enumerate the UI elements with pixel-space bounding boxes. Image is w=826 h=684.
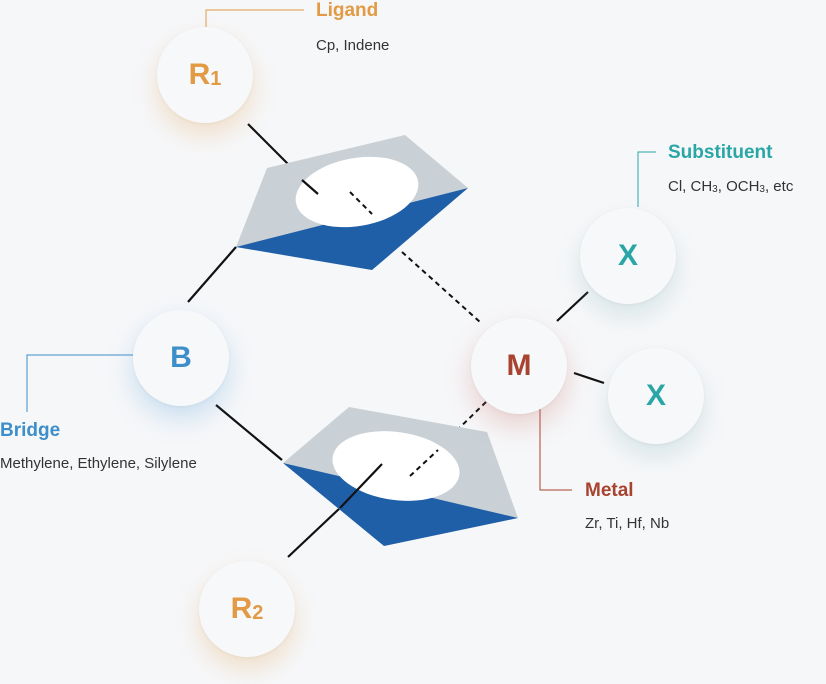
- r1-subscript: 1: [210, 67, 222, 90]
- x-bottom-substituent-node: X: [608, 348, 704, 444]
- top-ring-hole: [295, 156, 419, 228]
- substituent-desc-sub-2: 3: [759, 184, 765, 195]
- r1-letter: R: [188, 58, 211, 91]
- bond-ring-bridge-top: [187, 246, 237, 303]
- substituent-description: Cl, CH3, OCH3, etc: [668, 178, 793, 195]
- top-ring-side: [236, 188, 468, 270]
- substituent-desc-part-1: Cl, CH: [668, 178, 713, 195]
- bottom-ring-inner-bond: [339, 463, 383, 509]
- coordination-bond-top: [401, 251, 481, 323]
- substituent-leader-line: [637, 151, 656, 207]
- bottom-ring-side: [283, 463, 518, 546]
- bridge-node: B: [133, 310, 229, 406]
- ligand-title: Ligand: [316, 0, 379, 21]
- bridge-description: Methylene, Ethylene, Silylene: [0, 455, 197, 472]
- substituent-title: Substituent: [668, 142, 773, 163]
- bridge-leader-line: [26, 354, 133, 412]
- substituent-desc-sub-1: 3: [712, 184, 718, 195]
- metal-node: M: [471, 318, 567, 414]
- substituent-desc-part-3: , etc: [764, 178, 794, 195]
- x-top-substituent-node: X: [580, 208, 676, 304]
- ligand-description: Cp, Indene: [316, 37, 390, 54]
- metal-letter: M: [506, 349, 532, 382]
- ligand-leader-line: [205, 9, 304, 27]
- bridge-title: Bridge: [0, 420, 61, 441]
- metal-leader-line: [539, 406, 572, 491]
- bottom-cp-ring: [283, 407, 518, 546]
- x-top-letter: X: [617, 239, 638, 272]
- bond-r2-ring: [287, 507, 341, 558]
- r2-subscript: 2: [252, 601, 264, 624]
- bond-metal-x-top: [556, 291, 589, 322]
- metal-description: Zr, Ti, Hf, Nb: [585, 515, 670, 532]
- bond-bridge-ring-bottom: [215, 404, 283, 461]
- metal-title: Metal: [585, 480, 634, 501]
- substituent-desc-part-2: , OCH: [717, 178, 760, 195]
- r2-letter: R: [230, 592, 253, 625]
- bond-metal-x-bottom: [573, 371, 605, 385]
- bottom-ring-inner-dash: [409, 449, 439, 477]
- x-bottom-letter: X: [645, 379, 666, 412]
- top-cp-ring: [236, 135, 468, 270]
- top-ring-inner-bond: [301, 179, 319, 195]
- bridge-letter: B: [170, 341, 192, 374]
